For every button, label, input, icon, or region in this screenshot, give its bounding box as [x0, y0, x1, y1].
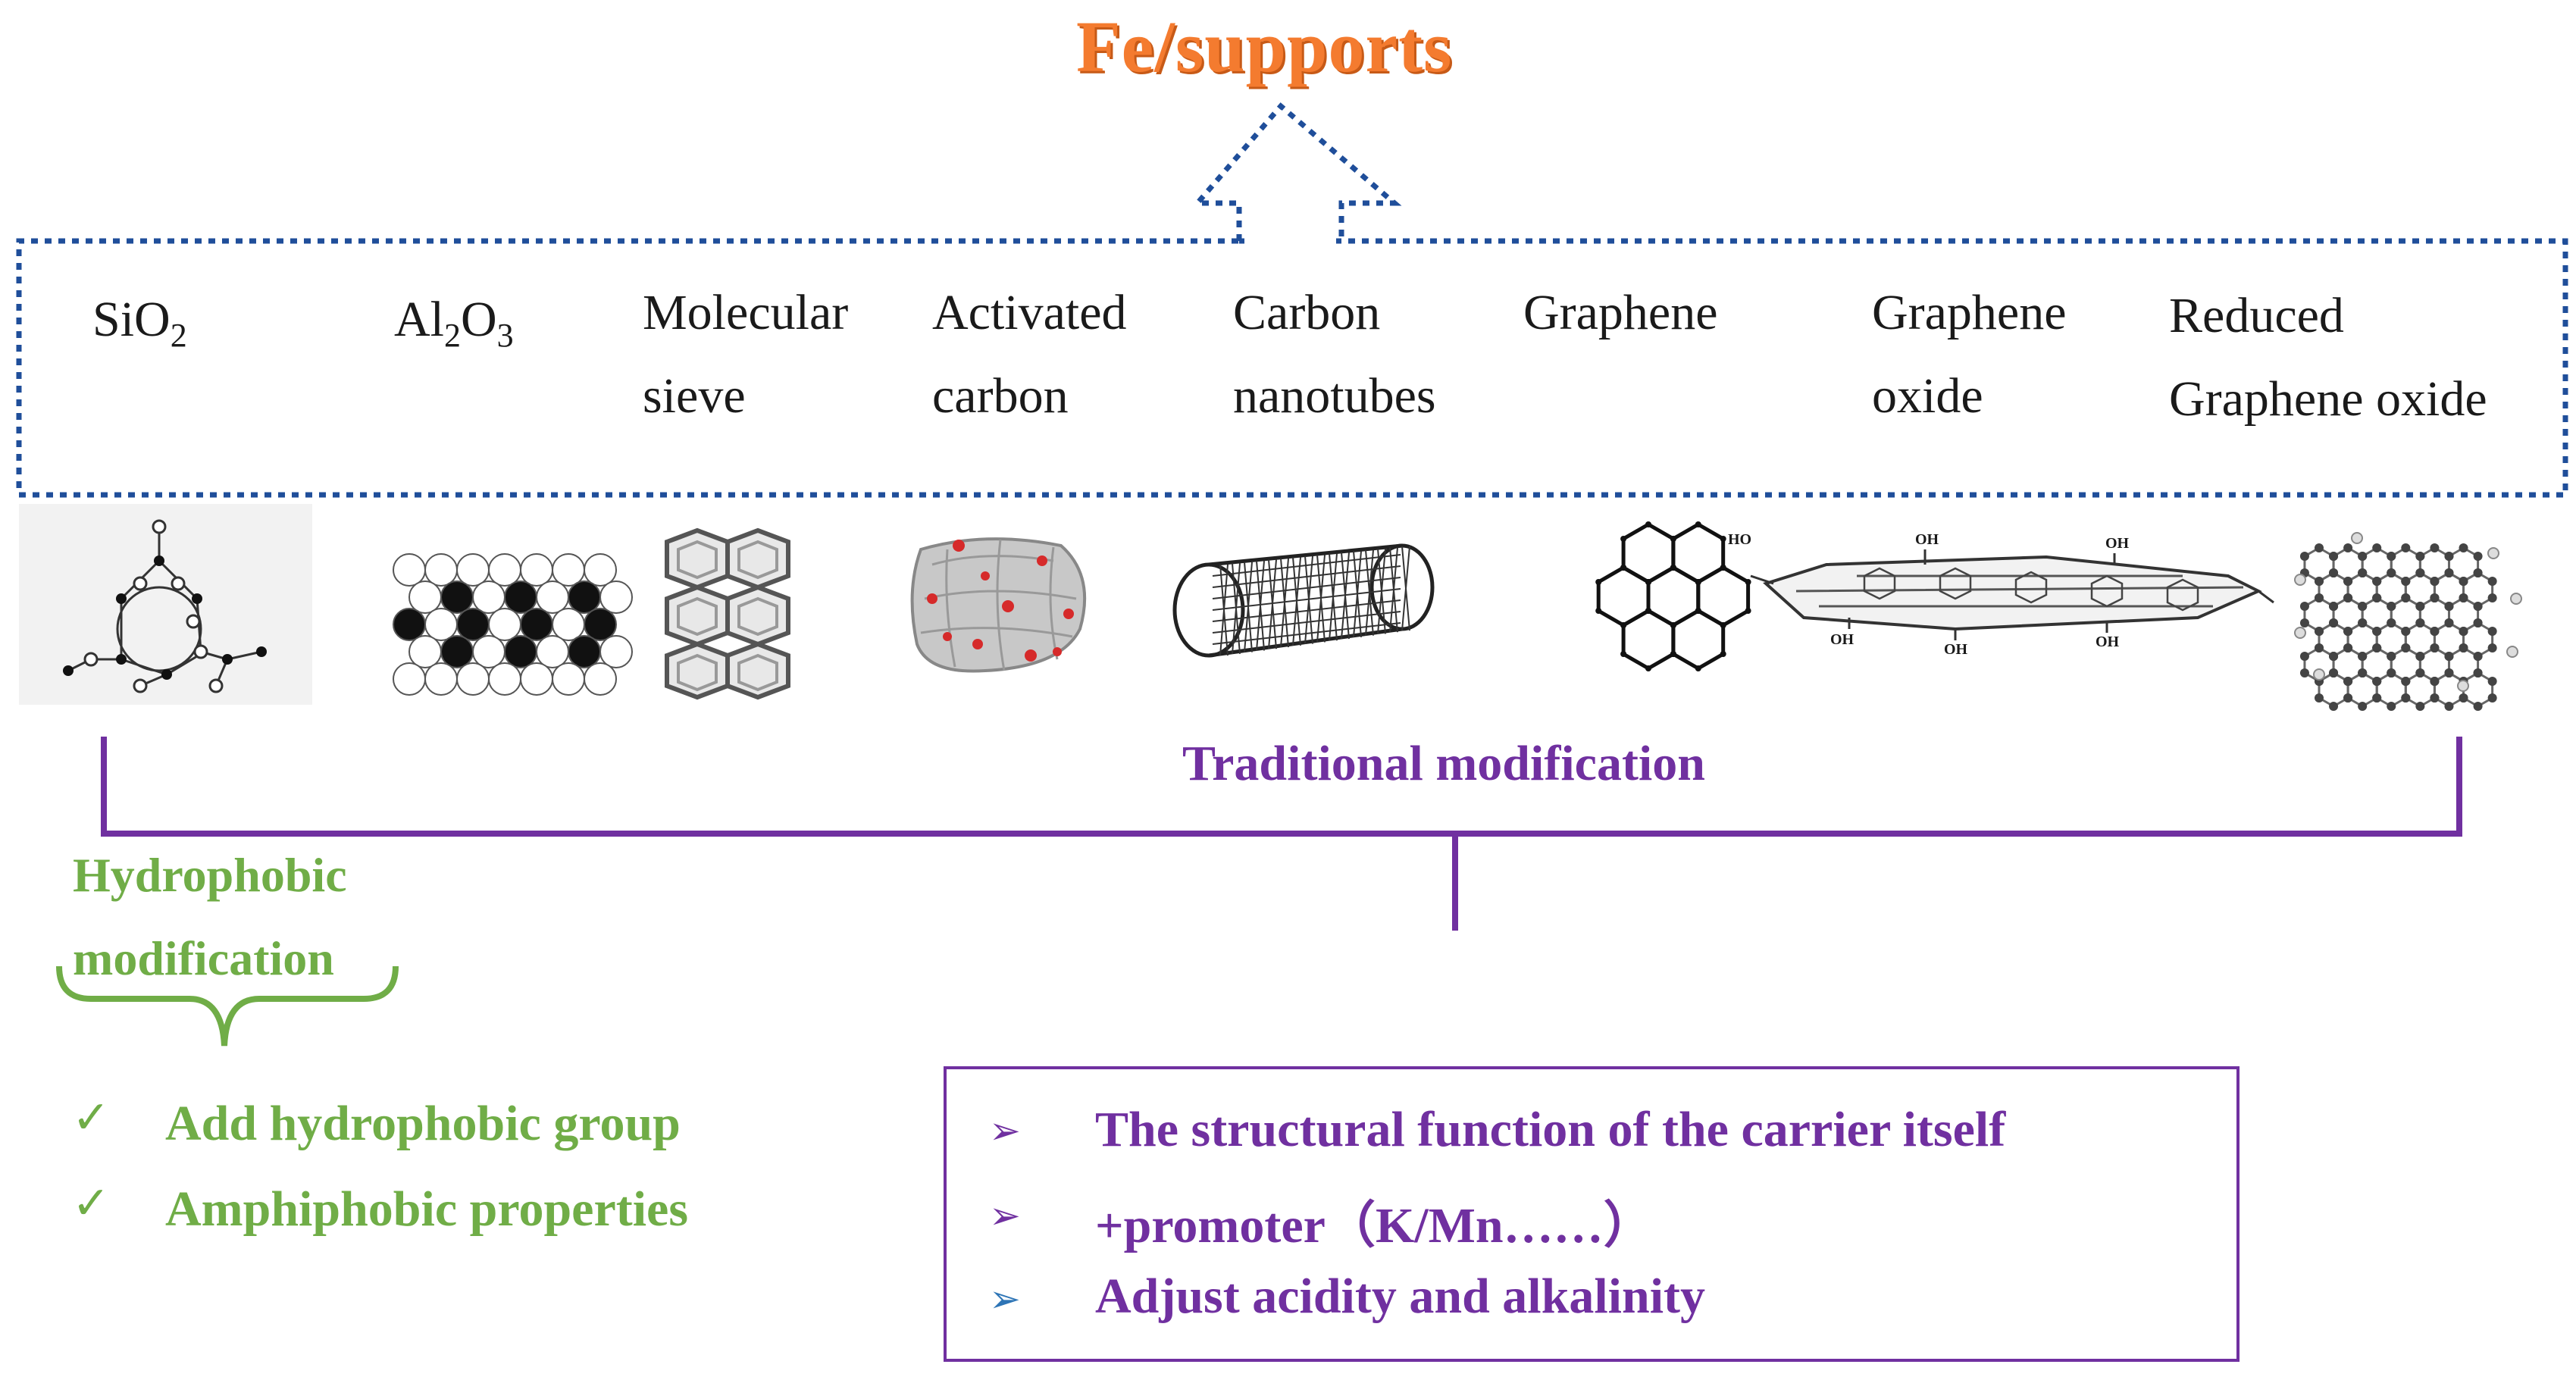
traditional-item-2: +promoter（K/Mn……） [1095, 1198, 1654, 1253]
support-label-al2o3: Al2O3 [394, 292, 514, 355]
graphene-oxide-image [1750, 549, 2274, 640]
arrow-bullet-icon: ➢ [989, 1194, 1021, 1238]
al2o3-structure-image [393, 553, 633, 696]
arrow-bullet-icon: ➢ [989, 1277, 1021, 1321]
hydrophobic-item-2: Amphiphobic properties [165, 1181, 689, 1237]
traditional-bracket [101, 737, 2462, 931]
activated-carbon-image [910, 537, 1087, 673]
carbon-nanotube-image [1172, 543, 1435, 658]
check-icon: ✓ [72, 1091, 111, 1144]
sio2-structure-image [19, 504, 312, 705]
molecular-sieve-image [665, 527, 790, 700]
reduced-graphene-oxide-image [2294, 532, 2522, 711]
arrow-bullet-icon: ➢ [989, 1109, 1021, 1153]
traditional-item-3: Adjust acidity and alkalinity [1095, 1269, 1706, 1324]
traditional-item-1: The structural function of the carrier i… [1095, 1102, 2006, 1157]
support-label-sio2: SiO2 [92, 292, 187, 355]
go-label-oh-4: OH [1944, 641, 1968, 658]
title-fe-supports: Fe/supports [1076, 6, 1453, 87]
hydrophobic-modification-label: Hydrophobic modification [73, 848, 347, 985]
go-label-cooh-left: HO [1728, 531, 1752, 548]
hydrophobic-brace [56, 965, 399, 1047]
go-label-oh-3: OH [1830, 631, 1855, 648]
traditional-modification-box [944, 1066, 2240, 1362]
support-label-graphene: Graphene [1523, 285, 1718, 340]
support-group-outline [16, 238, 2568, 498]
check-icon: ✓ [72, 1177, 111, 1230]
go-label-oh-2: OH [2105, 535, 2130, 552]
go-label-oh-5: OH [2096, 634, 2120, 650]
up-arrow-outline [1191, 102, 1402, 241]
traditional-modification-label: Traditional modification [1182, 736, 1705, 791]
hydrophobic-item-1: Add hydrophobic group [165, 1096, 681, 1151]
graphene-lattice-image [1595, 521, 1751, 671]
go-label-oh-1: OH [1915, 531, 1939, 548]
